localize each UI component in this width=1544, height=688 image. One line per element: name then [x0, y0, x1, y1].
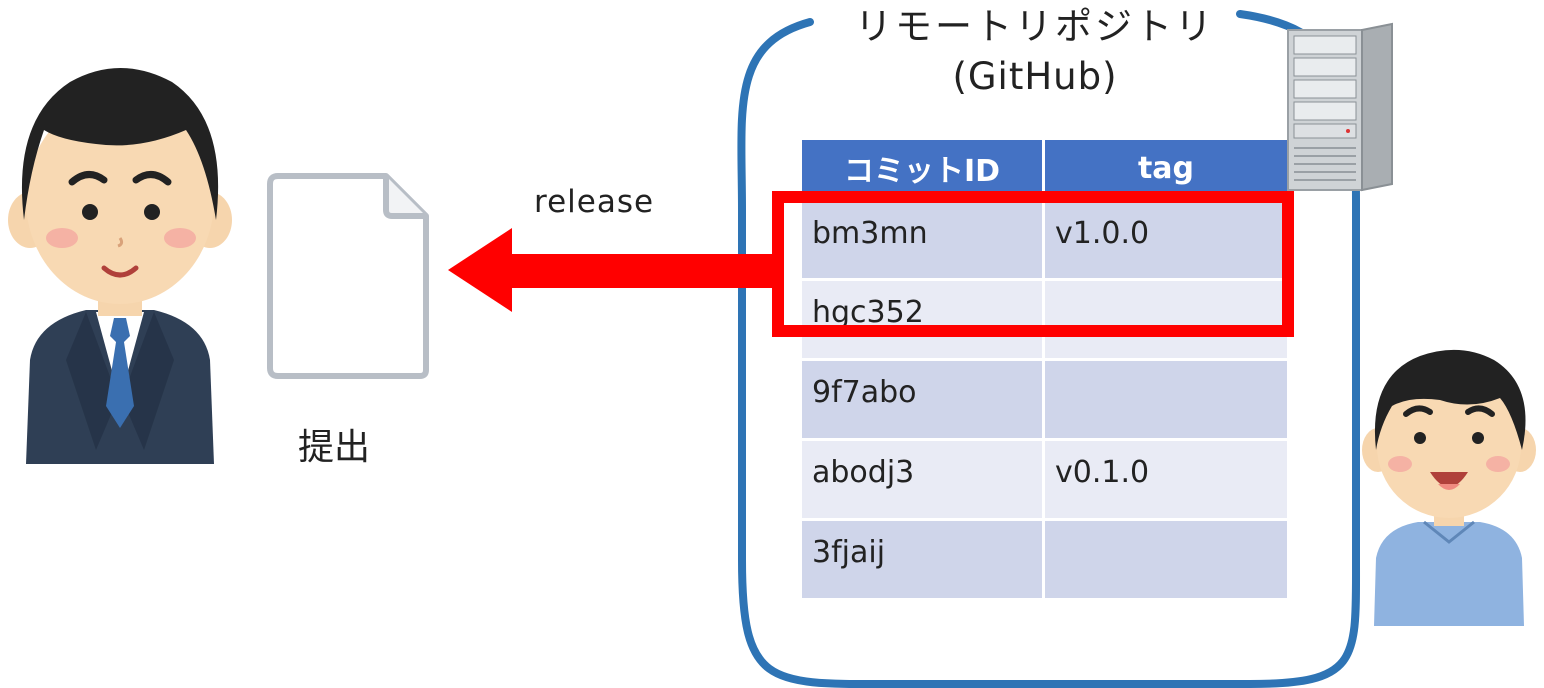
document-icon — [267, 173, 429, 379]
tag-cell — [1043, 359, 1287, 441]
commit-cell: 9f7abo — [802, 359, 1045, 441]
table-row: bm3mn v1.0.0 — [802, 199, 1287, 281]
tag-cell: v1.0.0 — [1043, 199, 1287, 281]
table-row: 9f7abo — [802, 359, 1287, 441]
commit-cell: abodj3 — [802, 439, 1045, 521]
server-icon — [1287, 22, 1393, 192]
repository-subtitle: (GitHub) — [952, 55, 1118, 98]
commit-cell: hgc352 — [802, 279, 1045, 361]
tag-cell — [1043, 279, 1287, 361]
repository-title: リモートリポジトリ — [855, 5, 1215, 48]
commit-cell: bm3mn — [802, 199, 1045, 281]
document-label: 提出 — [298, 427, 371, 468]
tag-cell — [1043, 519, 1287, 601]
commit-cell: 3fjaij — [802, 519, 1045, 601]
tag-cell: v0.1.0 — [1043, 439, 1287, 521]
table-row: abodj3 v0.1.0 — [802, 439, 1287, 521]
businessman-icon — [8, 68, 232, 464]
table-row: 3fjaij — [802, 519, 1287, 601]
table-row: hgc352 — [802, 279, 1287, 361]
release-label: release — [534, 184, 655, 220]
developer-icon — [1362, 349, 1536, 626]
